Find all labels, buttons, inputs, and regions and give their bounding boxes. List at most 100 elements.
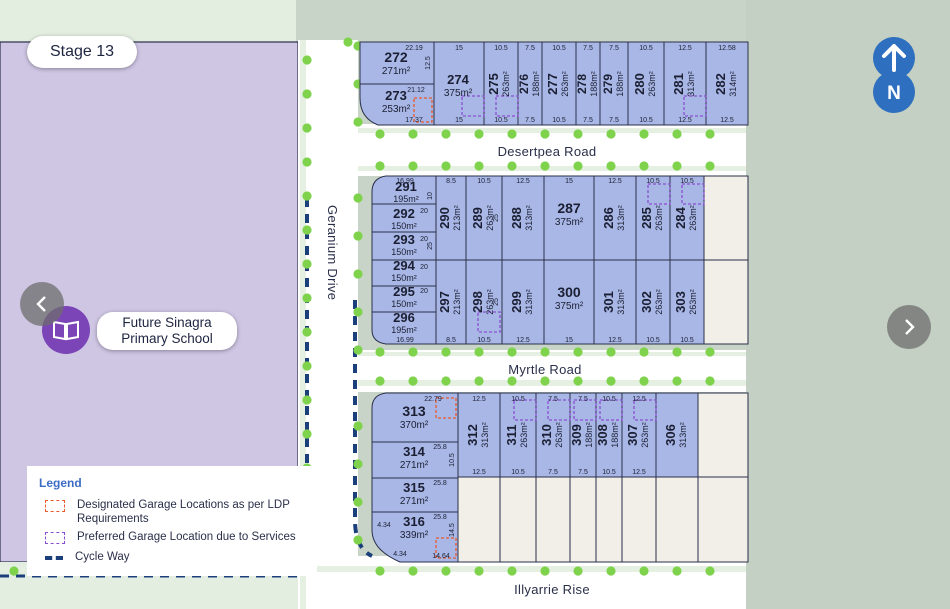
- lot-area: 150m²: [391, 299, 417, 309]
- lot-284[interactable]: [669, 175, 705, 261]
- dimension-label: 12.5: [678, 117, 692, 124]
- lot-295[interactable]: [371, 285, 437, 313]
- road-label-geranium: Geranium Drive: [325, 205, 340, 300]
- legend: Legend Designated Garage Locations as pe…: [27, 466, 317, 576]
- tree-marker: [353, 117, 363, 127]
- tree-marker: [474, 376, 484, 386]
- dimension-label: 15: [455, 117, 463, 124]
- tree-marker: [540, 161, 550, 171]
- lot-276[interactable]: [517, 41, 543, 126]
- lot-blank-c4: [535, 476, 571, 563]
- lot-281[interactable]: [663, 41, 707, 126]
- lot-area: 263m²: [654, 289, 664, 315]
- lot-area: 375m²: [555, 217, 584, 228]
- lot-blank-c3: [499, 476, 537, 563]
- tree-marker: [705, 347, 715, 357]
- lot-297[interactable]: [435, 259, 467, 345]
- lot-area: 195m²: [391, 325, 417, 335]
- tree-marker: [639, 566, 649, 576]
- dimension-label: 12.5: [516, 337, 530, 344]
- tree-marker: [302, 395, 312, 405]
- lot-315[interactable]: [371, 477, 459, 513]
- stage-label: Stage 13: [27, 36, 137, 68]
- tree-marker: [705, 161, 715, 171]
- tree-marker: [441, 161, 451, 171]
- lot-286[interactable]: [593, 175, 637, 261]
- tree-marker: [672, 347, 682, 357]
- lot-296[interactable]: [371, 311, 437, 345]
- lot-302[interactable]: [635, 259, 671, 345]
- tree-marker: [408, 347, 418, 357]
- lot-316[interactable]: [371, 511, 459, 563]
- dimension-label: 7.5: [583, 45, 593, 52]
- lot-280[interactable]: [627, 41, 665, 126]
- dimension-label: 15: [455, 45, 463, 52]
- dimension-label: 25.8: [433, 514, 447, 521]
- legend-label-preferred: Preferred Garage Location due to Service…: [77, 531, 296, 543]
- lot-290[interactable]: [435, 175, 467, 261]
- lot-289[interactable]: [465, 175, 503, 261]
- tree-marker: [353, 421, 363, 431]
- lot-278[interactable]: [575, 41, 601, 126]
- tree-marker: [606, 161, 616, 171]
- lot-area: 263m²: [688, 289, 698, 315]
- lot-287[interactable]: [543, 175, 595, 261]
- next-button[interactable]: [887, 305, 931, 349]
- lot-292[interactable]: [371, 203, 437, 233]
- lot-299[interactable]: [501, 259, 545, 345]
- previous-button[interactable]: [20, 282, 64, 326]
- dimension-label: 7.5: [548, 396, 558, 403]
- dimension-label: 20: [420, 208, 428, 215]
- tree-marker: [408, 376, 418, 386]
- tree-marker: [606, 347, 616, 357]
- lot-288[interactable]: [501, 175, 545, 261]
- lot-314[interactable]: [371, 441, 459, 479]
- tree-marker: [441, 566, 451, 576]
- lot-274[interactable]: [433, 41, 485, 126]
- lot-area: 263m²: [647, 71, 657, 97]
- dimension-label: 12.5: [608, 178, 622, 185]
- lot-282[interactable]: [705, 41, 749, 126]
- tree-marker: [353, 307, 363, 317]
- lot-blank-c5: [569, 476, 597, 563]
- tree-marker: [639, 347, 649, 357]
- lot-312[interactable]: [457, 392, 501, 478]
- lot-area: 188m²: [610, 422, 620, 448]
- lot-285[interactable]: [635, 175, 671, 261]
- lot-311[interactable]: [499, 392, 537, 478]
- lot-blank-c1: [697, 392, 749, 478]
- lot-area: 313m²: [678, 422, 688, 448]
- lot-number: 296: [393, 310, 415, 325]
- dimension-label: 10.5: [680, 337, 694, 344]
- legend-label-designated-1: Designated Garage Locations as per LDP: [77, 499, 290, 511]
- lot-area: 313m²: [686, 71, 696, 97]
- lot-number: 310: [539, 424, 554, 446]
- dimension-label: 7.5: [548, 469, 558, 476]
- tree-marker: [408, 161, 418, 171]
- lot-area: 188m²: [615, 71, 625, 97]
- dimension-label: 25: [493, 298, 500, 306]
- lot-303[interactable]: [669, 259, 705, 345]
- dimension-label: 15: [565, 337, 573, 344]
- dimension-label: 10.5: [646, 337, 660, 344]
- dimension-label: 25.8: [433, 480, 447, 487]
- block-a: [359, 41, 749, 126]
- dimension-label: 10.5: [449, 453, 456, 467]
- lot-area: 313m²: [616, 289, 626, 315]
- tree-marker: [639, 376, 649, 386]
- dimension-label: 8.5: [446, 337, 456, 344]
- legend-item-designated-garage: Designated Garage Locations as per LDP R…: [45, 498, 290, 526]
